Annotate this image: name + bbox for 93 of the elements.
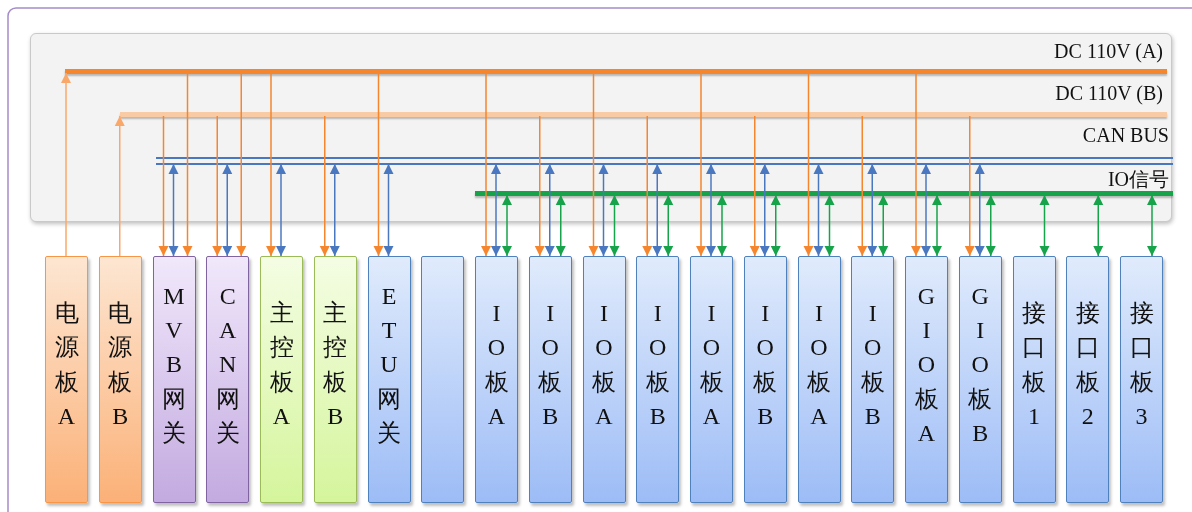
double-arrow	[598, 163, 609, 257]
board-label: 电源板A	[54, 299, 79, 431]
board-label: 主控板A	[269, 299, 294, 431]
bus-label: IO信号	[1107, 167, 1169, 191]
double-arrow	[222, 163, 233, 257]
board-label: 接口板2	[1075, 299, 1100, 431]
board-label: CAN网关	[215, 282, 240, 448]
double-arrow	[717, 194, 727, 257]
double-arrow	[759, 163, 770, 257]
board-card	[1120, 256, 1163, 503]
double-arrow	[1039, 194, 1050, 257]
arrow	[534, 115, 545, 257]
board-card	[851, 256, 895, 503]
arrow	[749, 115, 760, 257]
double-arrow	[878, 194, 889, 257]
board-label: IO板B	[645, 299, 670, 431]
double-arrow	[770, 194, 781, 257]
double-arrow	[329, 163, 340, 257]
arrow	[911, 72, 921, 257]
board-card	[690, 256, 733, 503]
double-arrow	[706, 163, 716, 257]
arrow	[266, 72, 276, 257]
board-label: IO板B	[860, 299, 885, 431]
arrow	[61, 72, 71, 257]
board-label: MVB网关	[162, 282, 186, 448]
double-arrow	[985, 194, 996, 257]
double-arrow	[974, 163, 985, 257]
arrow	[857, 115, 868, 257]
bus-label: CAN BUS	[1082, 123, 1169, 147]
double-arrow	[824, 194, 835, 257]
board-card	[152, 256, 196, 503]
double-arrow	[609, 194, 620, 257]
board-label: GIO板A	[914, 282, 939, 448]
arrow	[964, 115, 975, 257]
board-label: IO板A	[807, 299, 831, 431]
backplane-panel	[30, 33, 1172, 222]
bus-label: DC 110V (A)	[1054, 39, 1163, 63]
double-arrow	[168, 163, 179, 257]
board-card	[367, 256, 411, 503]
double-arrow	[921, 163, 931, 257]
double-arrow	[491, 163, 501, 257]
board-card	[1012, 256, 1056, 503]
arrow	[642, 115, 653, 257]
board-card	[528, 256, 572, 503]
double-arrow	[383, 163, 394, 257]
board-label: ETU网关	[377, 282, 401, 448]
double-arrow	[1147, 194, 1157, 257]
empty-board-card	[421, 256, 465, 503]
board-card	[475, 256, 518, 503]
board-label: 接口板1	[1022, 299, 1046, 431]
double-arrow	[544, 163, 555, 257]
board-card	[1066, 256, 1110, 503]
arrow	[373, 72, 384, 257]
board-label: 电源板B	[108, 299, 133, 431]
arrow	[158, 115, 169, 257]
board-card	[958, 256, 1002, 503]
double-arrow	[555, 194, 566, 257]
arrow	[481, 72, 491, 257]
arrow	[696, 72, 706, 257]
arrow	[114, 115, 125, 257]
board-label: IO板B	[538, 299, 563, 431]
double-arrow	[1093, 194, 1104, 257]
board-label: IO板A	[484, 299, 509, 431]
board-label: GIO板B	[968, 282, 993, 448]
double-arrow	[813, 163, 824, 257]
board-card	[797, 256, 841, 503]
double-arrow	[932, 194, 942, 257]
double-arrow	[652, 163, 663, 257]
arrow	[803, 72, 814, 257]
arrow	[236, 72, 247, 257]
double-arrow	[502, 194, 512, 257]
board-card	[206, 256, 250, 503]
arrow	[588, 72, 599, 257]
board-card	[743, 256, 787, 503]
board-card	[636, 256, 680, 503]
double-arrow	[663, 194, 674, 257]
arrow	[319, 115, 330, 257]
board-card	[905, 256, 948, 503]
arrow	[212, 115, 223, 257]
double-arrow	[276, 163, 286, 257]
board-label: 接口板3	[1129, 299, 1154, 431]
board-card	[313, 256, 357, 503]
bus-label: DC 110V (B)	[1055, 81, 1163, 105]
board-label: IO板B	[753, 299, 778, 431]
board-label: 主控板B	[323, 299, 348, 431]
arrow	[182, 72, 193, 257]
board-card	[45, 256, 88, 503]
board-label: IO板A	[592, 299, 616, 431]
board-card	[582, 256, 626, 503]
double-arrow	[867, 163, 878, 257]
board-label: IO板A	[699, 299, 724, 431]
board-card	[260, 256, 303, 503]
board-card	[98, 256, 142, 503]
